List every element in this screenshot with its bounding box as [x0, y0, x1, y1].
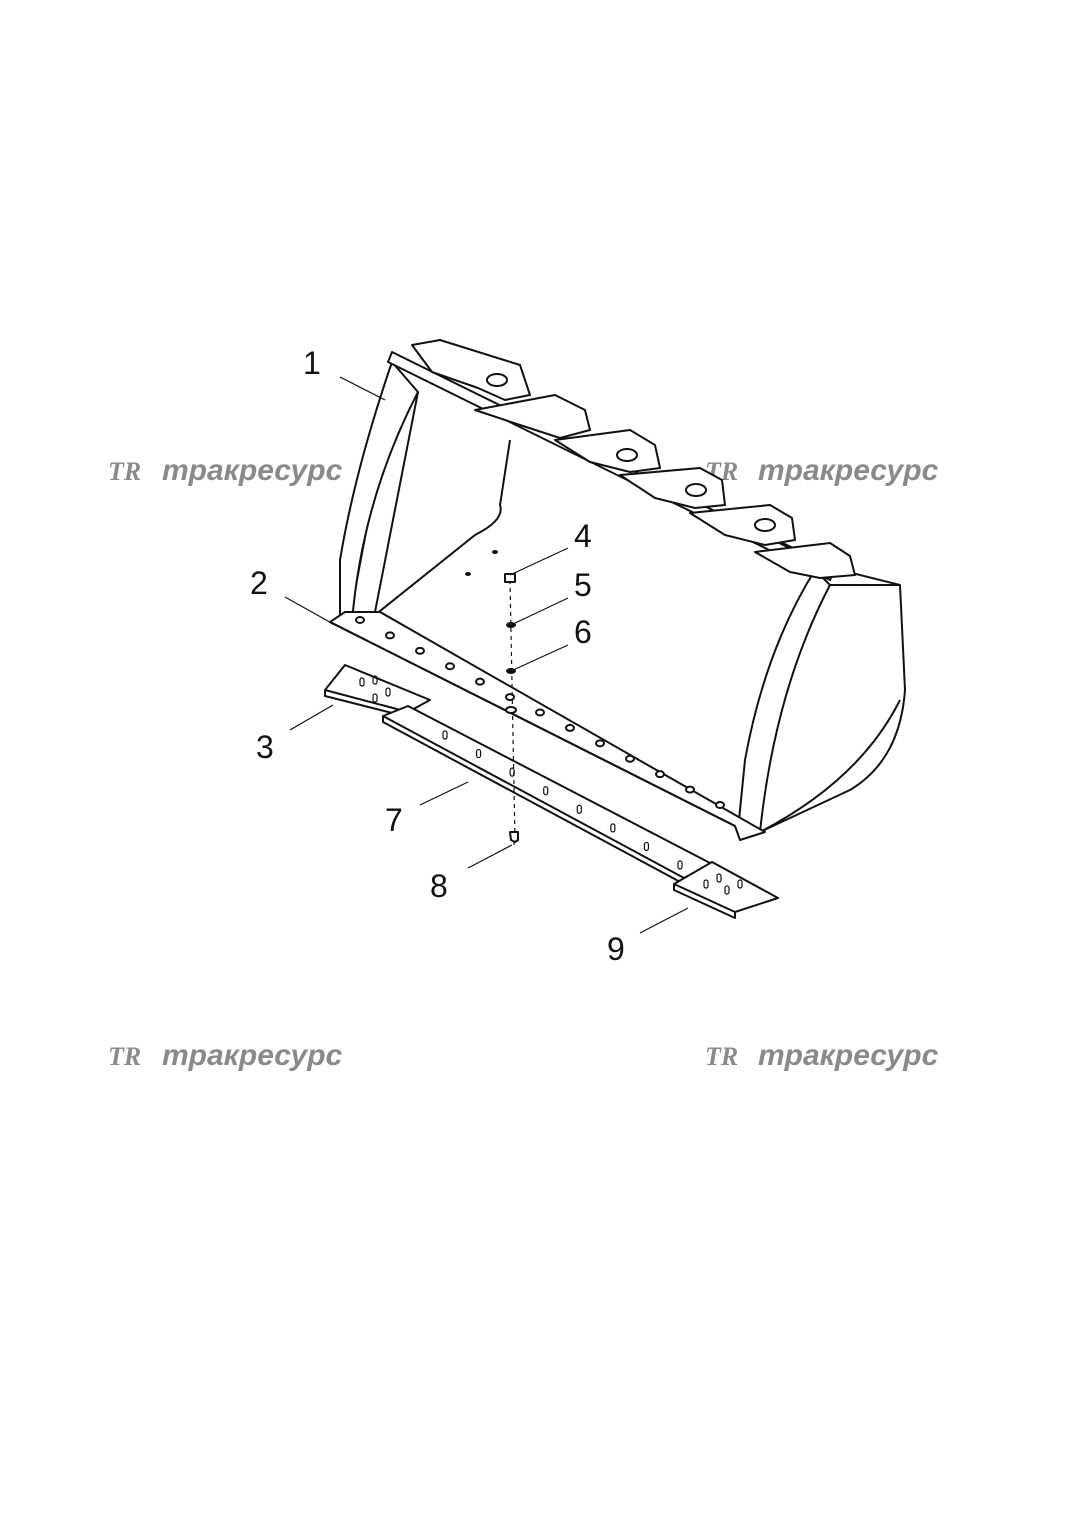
bolt-hole-icon — [442, 730, 448, 740]
bolt-icon — [509, 831, 519, 843]
bucket-drawing — [339, 339, 906, 833]
base-edge-drawing — [329, 611, 766, 841]
watermark-top-right: TR тракресурс — [705, 454, 939, 487]
bolt-hole-icon — [355, 616, 365, 624]
bolt-hole-icon — [576, 804, 582, 814]
watermark-bottom-right: TR тракресурс — [705, 1039, 939, 1072]
callout-6: 6 — [574, 614, 592, 650]
watermark-logo-icon: TR — [108, 1042, 141, 1071]
watermark-logo-icon: TR — [705, 1042, 738, 1071]
watermark-logo-icon: TR — [108, 457, 141, 486]
bolt-hole-icon — [655, 770, 665, 779]
bolt-hole-icon — [715, 801, 725, 809]
callout-4: 4 — [574, 518, 592, 554]
callout-2: 2 — [250, 565, 268, 601]
watermark-text: тракресурс — [162, 1039, 343, 1072]
watermark-text: тракресурс — [162, 454, 343, 487]
bolt-hole-icon — [610, 823, 616, 833]
bolt-hole-icon — [475, 748, 482, 759]
callout-8: 8 — [430, 868, 448, 904]
bolt-hole-icon — [535, 708, 545, 717]
callout-labels: 1 2 3 4 5 6 7 8 9 — [250, 345, 625, 967]
bolt-hole-icon — [565, 723, 575, 732]
leader-lines — [284, 376, 689, 934]
watermark-top-left: TR тракресурс — [108, 454, 343, 487]
bolt-hole-icon — [595, 739, 605, 748]
watermark-text: тракресурс — [758, 1039, 939, 1072]
callout-7: 7 — [385, 802, 403, 838]
callout-9: 9 — [607, 931, 625, 967]
bolt-hole-icon — [685, 785, 695, 794]
watermark-bottom-left: TR тракресурс — [108, 1039, 343, 1072]
bolt-hole-icon — [415, 646, 425, 655]
callout-5: 5 — [574, 567, 592, 603]
bolt-hole-icon — [445, 662, 455, 671]
callout-1: 1 — [303, 345, 321, 381]
bolt-hole-icon — [475, 677, 485, 686]
end-bit-right-drawing — [673, 861, 779, 919]
bolt-hole-icon — [385, 631, 395, 640]
watermark-text: тракресурс — [758, 454, 939, 487]
bolt-hole-icon — [543, 786, 549, 796]
nut-icon — [504, 573, 516, 583]
callout-3: 3 — [256, 729, 274, 765]
bolt-hole-icon — [643, 841, 650, 852]
bolt-hole-icon — [677, 860, 683, 870]
bolt-hole-icon — [625, 754, 635, 763]
